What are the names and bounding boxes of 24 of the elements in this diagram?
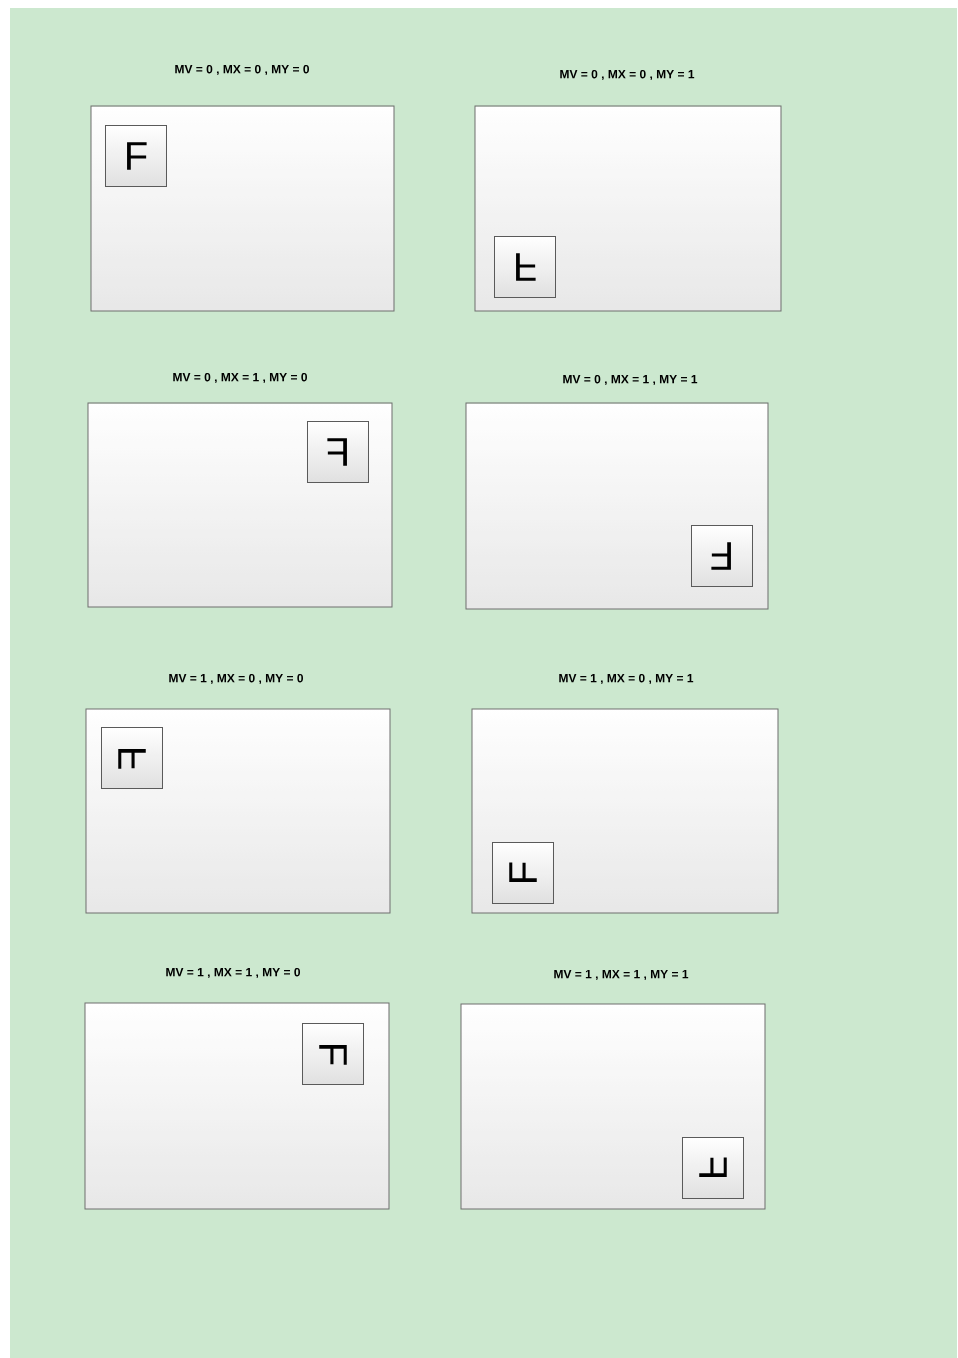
panel-heading: MV = 1 , MX = 0 , MY = 0 bbox=[169, 673, 304, 685]
letter-tile: F bbox=[302, 1023, 364, 1085]
panel-heading: MV = 0 , MX = 0 , MY = 1 bbox=[560, 69, 695, 81]
panel-heading: MV = 0 , MX = 1 , MY = 0 bbox=[173, 372, 308, 384]
letter-tile: F bbox=[101, 727, 163, 789]
display-panel bbox=[474, 105, 782, 312]
display-panel bbox=[465, 402, 769, 610]
letter-tile: F bbox=[682, 1137, 744, 1199]
letter-tile: F bbox=[494, 236, 556, 298]
panel-heading: MV = 1 , MX = 1 , MY = 1 bbox=[554, 969, 689, 981]
display-panel bbox=[460, 1003, 766, 1210]
panel-heading: MV = 1 , MX = 1 , MY = 0 bbox=[166, 967, 301, 979]
panel-heading: MV = 0 , MX = 0 , MY = 0 bbox=[175, 64, 310, 76]
letter-tile: F bbox=[105, 125, 167, 187]
letter-tile: F bbox=[691, 525, 753, 587]
display-panel bbox=[85, 708, 391, 914]
display-panel bbox=[471, 708, 779, 914]
letter-tile: F bbox=[492, 842, 554, 904]
display-panel bbox=[87, 402, 393, 608]
letter-tile: F bbox=[307, 421, 369, 483]
panel-heading: MV = 1 , MX = 0 , MY = 1 bbox=[559, 673, 694, 685]
display-panel bbox=[90, 105, 395, 312]
display-panel bbox=[84, 1002, 390, 1210]
panel-heading: MV = 0 , MX = 1 , MY = 1 bbox=[563, 374, 698, 386]
